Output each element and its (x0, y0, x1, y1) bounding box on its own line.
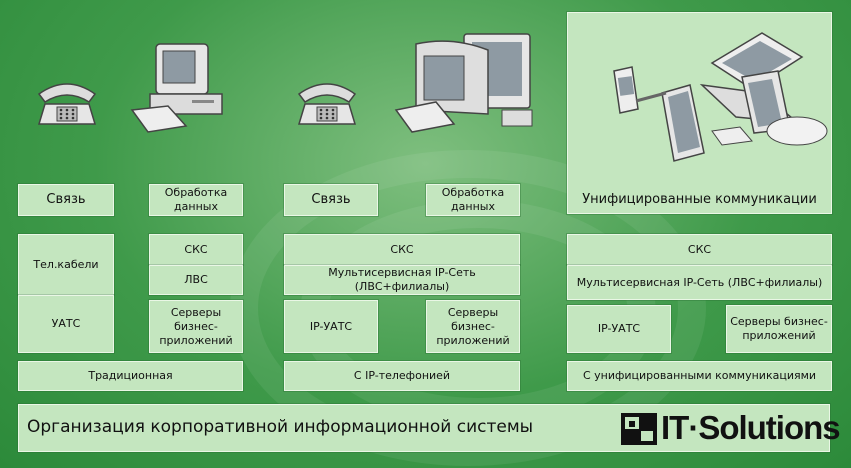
business-servers-label: Серверы бизнес-приложений (730, 315, 828, 342)
sks-label: СКС (687, 242, 712, 256)
ip-footer: С IP-телефонией (284, 361, 520, 391)
sks-label: СКС (390, 242, 414, 256)
uc-header-label: Унифицированные коммуникации (582, 192, 817, 207)
svyaz-box: Связь (18, 184, 114, 216)
uc-footer-label: С унифицированными коммуникациями (582, 369, 817, 382)
svyaz-box: Связь (284, 184, 378, 216)
business-servers-box: Серверы бизнес-приложений (726, 305, 832, 353)
bottom-title-bar: Организация корпоративной информационной… (18, 404, 841, 452)
business-servers-label: Серверы бизнес-приложений (436, 305, 510, 347)
ip-uats-box: IP-УАТС (567, 305, 671, 353)
logo-mark-icon (621, 413, 657, 445)
diagram-title: Организация корпоративной информационной… (27, 417, 534, 437)
business-servers-box: Серверы бизнес-приложений (149, 300, 243, 353)
ip-uats-label: IP-УАТС (309, 319, 353, 333)
telephone-icon (37, 83, 97, 125)
tel-cables-label: Тел.кабели (33, 257, 99, 271)
svyaz-label: Связь (46, 192, 86, 207)
sks-box: СКС (567, 234, 832, 265)
telephone-icon (297, 83, 357, 125)
uc-devices-icon (613, 32, 828, 162)
uats-label: УАТС (51, 317, 81, 330)
sks-box: СКС (284, 234, 520, 265)
data-processing-label: Обработка данных (164, 186, 228, 213)
ip-uats-box: IP-УАТС (284, 300, 378, 353)
data-processing-box: Обработка данных (149, 184, 243, 216)
business-servers-label: Серверы бизнес-приложений (159, 305, 233, 347)
lvs-box: ЛВС (149, 265, 243, 295)
monitors-computer-icon (394, 33, 533, 133)
desktop-computer-icon (130, 43, 223, 133)
logo-text: IT·Solutions (661, 409, 841, 446)
data-processing-label: Обработка данных (441, 186, 505, 213)
uc-footer: С унифицированными коммуникациями (567, 361, 832, 391)
multiservice-network-label: Мультисервисная IP-Сеть (ЛВС+филиалы) (328, 266, 476, 293)
traditional-footer-label: Традиционная (88, 369, 173, 382)
svyaz-label: Связь (311, 192, 351, 207)
multiservice-network-box: Мультисервисная IP-Сеть (ЛВС+филиалы) (567, 265, 832, 300)
ip-footer-label: С IP-телефонией (353, 369, 451, 382)
ip-uats-label: IP-УАТС (597, 322, 641, 335)
uats-box: УАТС (18, 295, 114, 353)
sks-box: СКС (149, 234, 243, 265)
lvs-label: ЛВС (184, 273, 208, 286)
multiservice-network-label: Мультисервисная IP-Сеть (ЛВС+филиалы) (576, 275, 823, 289)
data-processing-box: Обработка данных (426, 184, 520, 216)
it-solutions-logo: IT·Solutions (619, 409, 841, 449)
multiservice-network-box: Мультисервисная IP-Сеть (ЛВС+филиалы) (284, 265, 520, 295)
traditional-footer: Традиционная (18, 361, 243, 391)
business-servers-box: Серверы бизнес-приложений (426, 300, 520, 353)
tel-cables-box: Тел.кабели (18, 234, 114, 295)
uc-panel: Унифицированные коммуникации (567, 12, 832, 214)
sks-label: СКС (184, 242, 208, 256)
